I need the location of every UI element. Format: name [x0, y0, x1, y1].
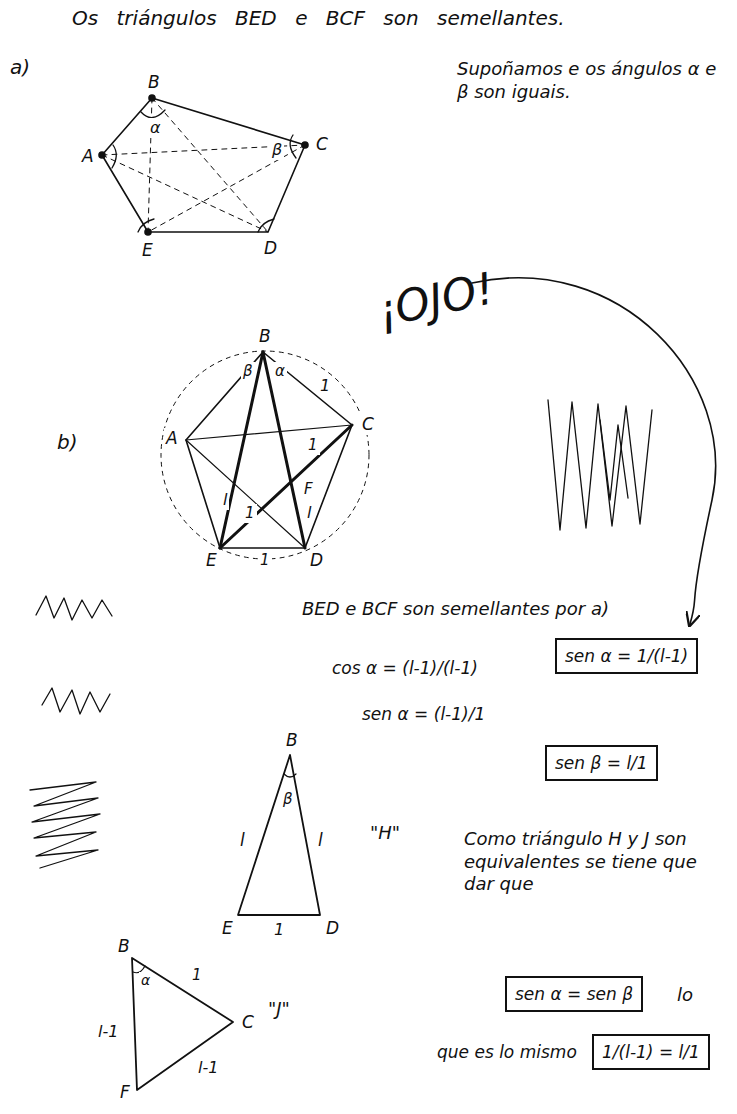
figure-label: E — [140, 240, 155, 261]
scribble — [42, 688, 110, 714]
figure-label: A — [80, 146, 96, 167]
figure-label: α — [139, 972, 152, 990]
pentagon-outline — [102, 98, 305, 232]
figure-label: l-1 — [196, 1058, 220, 1078]
scribble — [36, 596, 112, 620]
figure-label: 1 — [243, 504, 257, 523]
figure-label: D — [324, 918, 341, 939]
figure-label: D — [308, 550, 325, 571]
figure-label: A — [164, 428, 180, 449]
formula-text: sen α = 1/(l-1) — [565, 646, 688, 666]
scribble — [600, 420, 628, 500]
handwritten-note: Supoñamos e os ángulos α e β son iguais. — [455, 58, 729, 103]
result-box: sen β = l/1 — [545, 745, 658, 781]
figure-label: α — [273, 362, 287, 381]
handwritten-note: cos α = (l-1)/(l-1) — [330, 658, 480, 679]
formula-text: sen β = l/1 — [555, 753, 648, 773]
result-box: 1/(l-1) = l/1 — [592, 1034, 710, 1070]
figure-label: "H" — [368, 822, 402, 845]
figure-label: 1 — [190, 966, 204, 985]
figure-label: l — [305, 503, 313, 523]
handwritten-note: ¡OJO! — [371, 260, 501, 339]
scribble — [30, 782, 100, 868]
formula-text: sen α = sen β — [515, 984, 633, 1004]
triangle-h — [238, 755, 320, 915]
angle-arc — [284, 774, 296, 777]
figure-label: C — [360, 414, 376, 435]
figure-label: l-1 — [96, 1022, 120, 1042]
triangle-j — [132, 958, 233, 1090]
pentagon-diagonals — [102, 98, 305, 232]
result-box: sen α = sen β — [505, 976, 643, 1012]
star-diagonals — [186, 352, 352, 548]
handwritten-note: que es lo mismo — [435, 1042, 579, 1063]
figure-label: lo — [675, 984, 695, 1007]
handwritten-note: Os triángulos BED e BCF son semellantes. — [70, 6, 567, 31]
figure-label: 1 — [258, 551, 272, 570]
result-box: sen α = 1/(l-1) — [555, 638, 698, 674]
handwritten-note: sen α = (l-1)/1 — [360, 704, 487, 725]
callout-arrow — [472, 278, 716, 624]
figure-label: β — [241, 362, 255, 381]
figure-label: B — [284, 730, 300, 751]
figure-label: C — [240, 1012, 256, 1033]
figure-label: B — [257, 326, 273, 347]
figure-label: β — [281, 790, 295, 809]
figure-label: D — [262, 238, 279, 259]
figure-label: l — [221, 490, 229, 510]
angle-arcs — [112, 110, 296, 232]
figure-label: 1 — [306, 436, 320, 455]
figure-label: E — [204, 550, 219, 571]
figure-label: 1 — [318, 376, 332, 396]
figure-label: B — [116, 936, 132, 957]
figure-label: "J" — [266, 998, 292, 1021]
figure-label: E — [220, 918, 235, 939]
handwritten-note: BED e BCF son semellantes por a) — [300, 598, 611, 621]
figure-label: β — [270, 140, 284, 160]
figure-label: l — [316, 830, 325, 851]
figure-label: l — [238, 830, 247, 851]
figure-label: α — [148, 118, 163, 138]
formula-text: 1/(l-1) = l/1 — [602, 1042, 700, 1062]
vertex-dots — [99, 95, 308, 235]
figure-label: 1 — [272, 920, 286, 940]
pentagon-outline — [186, 352, 352, 548]
figure-label: a) — [8, 55, 32, 80]
figure-label: C — [314, 134, 330, 155]
circumscribed-circle — [161, 351, 369, 559]
figure-label: F — [302, 480, 315, 499]
figure-label: B — [146, 72, 162, 93]
handwritten-note: Como triángulo H y J son equivalentes se… — [462, 828, 731, 896]
scribble — [548, 400, 652, 530]
figure-label: b) — [55, 430, 80, 455]
figure-label: F — [118, 1082, 132, 1103]
